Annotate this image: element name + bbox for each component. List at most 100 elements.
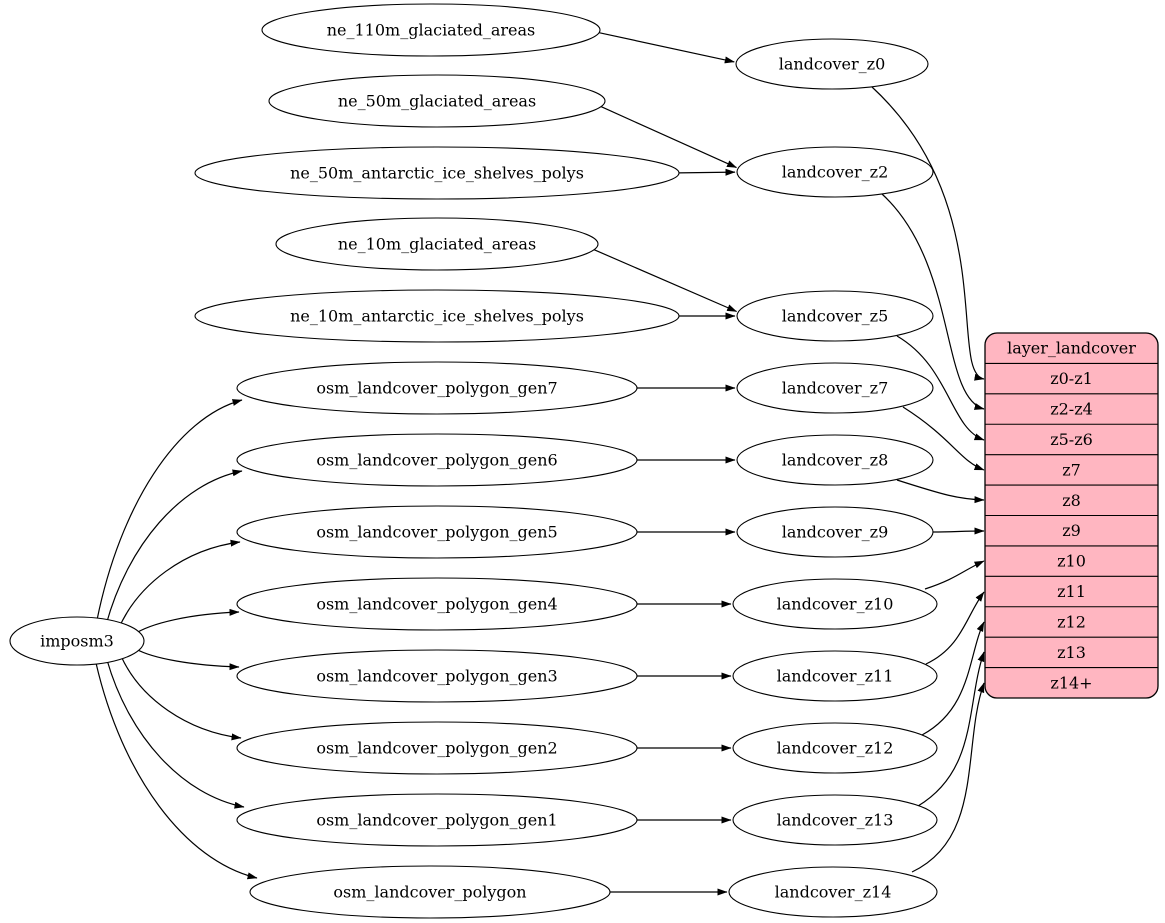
- record-title: layer_landcover: [1007, 339, 1136, 358]
- record-row-z0-z1: z0-z1: [1050, 369, 1093, 388]
- node-osm_landcover_polygon_gen3: osm_landcover_polygon_gen3: [236, 649, 638, 703]
- node-ellipse-imposm3: [9, 616, 145, 666]
- node-ellipse-ne_110m_glaciated_areas: [261, 3, 601, 57]
- node-label-osm_landcover_polygon_gen2: osm_landcover_polygon_gen2: [316, 739, 557, 758]
- record-row-z8: z8: [1062, 491, 1081, 510]
- node-osm_landcover_polygon_gen7: osm_landcover_polygon_gen7: [236, 361, 638, 415]
- edge-landcover_z9-to-layer_landcover-z9: [932, 527, 985, 535]
- node-landcover_z5: landcover_z5: [736, 290, 934, 342]
- node-ellipse-osm_landcover_polygon_gen7: [236, 361, 638, 415]
- record-row-z5-z6: z5-z6: [1050, 430, 1093, 449]
- edge-landcover_z11-to-layer_landcover-z11: [925, 591, 985, 665]
- node-osm_landcover_polygon_gen5: osm_landcover_polygon_gen5: [236, 505, 638, 559]
- record-row-z14+: z14+: [1050, 673, 1092, 692]
- node-ellipse-landcover_z7: [736, 362, 934, 414]
- node-ellipse-landcover_z0: [735, 38, 929, 90]
- node-landcover_z13: landcover_z13: [732, 794, 938, 846]
- node-ne_50m_glaciated_areas: ne_50m_glaciated_areas: [268, 74, 606, 128]
- node-label-osm_landcover_polygon_gen4: osm_landcover_polygon_gen4: [316, 595, 557, 614]
- node-osm_landcover_polygon: osm_landcover_polygon: [249, 865, 611, 919]
- edge-ne_50m_glaciated_areas-to-landcover_z2: [600, 106, 737, 169]
- node-ne_110m_glaciated_areas: ne_110m_glaciated_areas: [261, 3, 601, 57]
- node-osm_landcover_polygon_gen6: osm_landcover_polygon_gen6: [236, 433, 638, 487]
- node-ellipse-landcover_z12: [732, 722, 938, 774]
- node-ellipse-landcover_z2: [736, 146, 934, 198]
- node-label-osm_landcover_polygon_gen3: osm_landcover_polygon_gen3: [316, 667, 557, 686]
- node-label-osm_landcover_polygon_gen6: osm_landcover_polygon_gen6: [316, 451, 557, 470]
- node-osm_landcover_polygon_gen1: osm_landcover_polygon_gen1: [236, 793, 638, 847]
- node-label-landcover_z14: landcover_z14: [775, 883, 892, 902]
- node-label-landcover_z0: landcover_z0: [779, 55, 886, 74]
- edge-imposm3-to-osm_landcover_polygon_gen2: [120, 655, 242, 741]
- node-ne_50m_antarctic_ice_shelves_polys: ne_50m_antarctic_ice_shelves_polys: [194, 146, 680, 200]
- node-osm_landcover_polygon_gen4: osm_landcover_polygon_gen4: [236, 577, 638, 631]
- node-label-osm_landcover_polygon_gen1: osm_landcover_polygon_gen1: [316, 811, 557, 830]
- node-ellipse-landcover_z10: [732, 578, 938, 630]
- node-ellipse-ne_50m_glaciated_areas: [268, 74, 606, 128]
- node-ellipse-ne_50m_antarctic_ice_shelves_polys: [194, 146, 680, 200]
- node-label-landcover_z8: landcover_z8: [782, 451, 889, 470]
- node-label-landcover_z11: landcover_z11: [777, 667, 894, 686]
- node-ellipse-ne_10m_glaciated_areas: [275, 217, 599, 271]
- node-landcover_z11: landcover_z11: [732, 650, 938, 702]
- edge-imposm3-to-osm_landcover_polygon_gen6: [105, 469, 243, 626]
- edge-landcover_z7-to-layer_landcover-z7: [902, 406, 985, 471]
- node-ellipse-ne_10m_antarctic_ice_shelves_polys: [194, 289, 680, 343]
- edge-imposm3-to-osm_landcover_polygon: [95, 662, 258, 880]
- node-label-landcover_z13: landcover_z13: [777, 811, 894, 830]
- edge-landcover_z0-to-layer_landcover-z0-z1: [871, 86, 985, 381]
- record-row-z9: z9: [1062, 521, 1081, 540]
- node-landcover_z0: landcover_z0: [735, 38, 929, 90]
- node-landcover_z8: landcover_z8: [736, 434, 934, 486]
- node-ellipse-landcover_z9: [736, 506, 934, 558]
- record-row-z12: z12: [1057, 612, 1086, 631]
- edge-landcover_z10-to-layer_landcover-z10: [924, 560, 985, 590]
- node-ellipse-landcover_z11: [732, 650, 938, 702]
- edge-imposm3-to-osm_landcover_polygon_gen5: [117, 539, 241, 631]
- node-ellipse-landcover_z8: [736, 434, 934, 486]
- node-label-landcover_z10: landcover_z10: [777, 595, 894, 614]
- record-row-z13: z13: [1057, 643, 1086, 662]
- node-label-osm_landcover_polygon_gen5: osm_landcover_polygon_gen5: [316, 523, 557, 542]
- edge-landcover_z8-to-layer_landcover-z8: [896, 479, 985, 504]
- node-landcover_z14: landcover_z14: [728, 866, 938, 918]
- node-ellipse-osm_landcover_polygon_gen6: [236, 433, 638, 487]
- node-label-landcover_z5: landcover_z5: [782, 307, 889, 326]
- node-ellipse-osm_landcover_polygon_gen4: [236, 577, 638, 631]
- record-row-z11: z11: [1057, 582, 1086, 601]
- node-label-osm_landcover_polygon: osm_landcover_polygon: [333, 883, 526, 902]
- node-label-ne_10m_antarctic_ice_shelves_polys: ne_10m_antarctic_ice_shelves_polys: [290, 307, 584, 326]
- node-label-landcover_z2: landcover_z2: [782, 163, 889, 182]
- node-label-ne_50m_glaciated_areas: ne_50m_glaciated_areas: [338, 92, 536, 111]
- node-label-ne_50m_antarctic_ice_shelves_polys: ne_50m_antarctic_ice_shelves_polys: [290, 164, 584, 183]
- edge-landcover_z5-to-layer_landcover-z5-z6: [896, 335, 985, 441]
- edge-landcover_z14-to-layer_landcover-z14+: [911, 682, 985, 873]
- record-row-z2-z4: z2-z4: [1050, 400, 1093, 419]
- node-ellipse-landcover_z5: [736, 290, 934, 342]
- edge-imposm3-to-osm_landcover_polygon_gen1: [106, 659, 245, 809]
- node-ne_10m_antarctic_ice_shelves_polys: ne_10m_antarctic_ice_shelves_polys: [194, 289, 680, 343]
- node-landcover_z2: landcover_z2: [736, 146, 934, 198]
- node-landcover_z12: landcover_z12: [732, 722, 938, 774]
- node-ellipse-osm_landcover_polygon_gen1: [236, 793, 638, 847]
- edge-ne_110m_glaciated_areas-to-landcover_z0: [598, 32, 735, 64]
- node-ellipse-osm_landcover_polygon: [249, 865, 611, 919]
- node-ellipse-osm_landcover_polygon_gen2: [236, 721, 638, 775]
- node-landcover_z9: landcover_z9: [736, 506, 934, 558]
- node-label-ne_110m_glaciated_areas: ne_110m_glaciated_areas: [327, 21, 536, 40]
- edge-landcover_z2-to-layer_landcover-z2-z4: [881, 193, 985, 410]
- node-label-landcover_z7: landcover_z7: [782, 379, 889, 398]
- node-ne_10m_glaciated_areas: ne_10m_glaciated_areas: [275, 217, 599, 271]
- edge-imposm3-to-osm_landcover_polygon_gen3: [135, 648, 240, 671]
- record-layer_landcover: layer_landcover z0-z1 z2-z4 z5-z6 z7 z8 z9 z10 z…: [984, 332, 1159, 699]
- edge-landcover_z13-to-layer_landcover-z13: [917, 651, 985, 807]
- record-row-z7: z7: [1062, 460, 1081, 479]
- edge-ne_10m_glaciated_areas-to-landcover_z5: [593, 249, 738, 313]
- node-landcover_z10: landcover_z10: [732, 578, 938, 630]
- node-ellipse-osm_landcover_polygon_gen3: [236, 649, 638, 703]
- node-label-ne_10m_glaciated_areas: ne_10m_glaciated_areas: [338, 235, 536, 254]
- edge-ne_50m_antarctic_ice_shelves_polys-to-landcover_z2: [678, 168, 736, 176]
- record-row-z10: z10: [1057, 552, 1086, 571]
